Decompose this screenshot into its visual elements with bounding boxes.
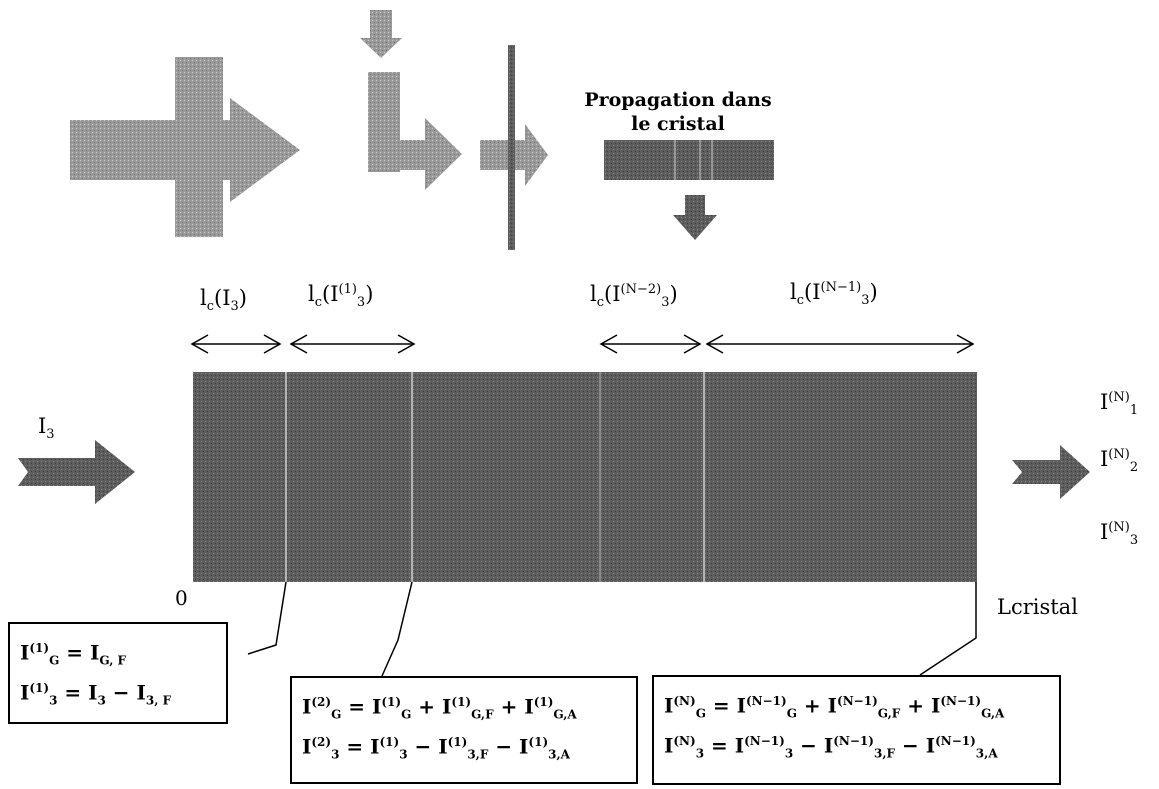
axis-end-label: Lcristal [997,595,1078,619]
crystal-block [193,372,977,582]
l-arrow-icon [360,10,462,190]
title-line-1: Propagation dans [563,88,793,112]
input-arrow [18,440,135,504]
equation-box-1-row-2: I(1)3 = I3 − I3, F [20,668,216,708]
output-label-3: I(N)3 [1100,520,1138,544]
plate-arrow-icon [480,45,548,250]
output-label-2: I(N)2 [1100,447,1138,471]
equation-box-2-row-1: I(2)G = I(1)G + I(1)G,F + I(1)G,A [302,682,626,722]
title-line-2: le cristal [563,112,793,136]
equation-box-3-row-2: I(N)3 = I(N−1)3 − I(N−1)3,F − I(N−1)3,A [664,721,1049,761]
output-label-1: I(N)1 [1100,390,1138,414]
equation-box-3: I(N)G = I(N−1)G + I(N−1)G,F + I(N−1)G,A … [652,675,1061,785]
output-arrow [1012,445,1090,499]
equation-box-1: I(1)G = IG, F I(1)3 = I3 − I3, F [8,622,228,724]
equation-box-1-row-1: I(1)G = IG, F [20,628,216,668]
equation-box-2: I(2)G = I(1)G + I(1)G,F + I(1)G,A I(2)3 … [290,676,638,784]
leader-lines [248,582,976,676]
length-label-1: lc(I3) [200,286,247,310]
length-label-2: lc(I(1)3) [308,282,373,306]
diagram-title: Propagation dans le cristal [563,88,793,136]
axis-start-label: 0 [175,586,188,610]
length-label-4: lc(I(N−1)3) [790,280,878,304]
crystal-strip-icon [604,140,774,240]
equation-box-3-row-1: I(N)G = I(N−1)G + I(N−1)G,F + I(N−1)G,A [664,681,1049,721]
equation-box-2-row-2: I(2)3 = I(1)3 − I(1)3,F − I(1)3,A [302,722,626,762]
input-label: I3 [38,414,55,438]
length-label-3: lc(I(N−2)3) [590,282,678,306]
length-arrows [192,335,973,353]
cross-arrow-icon [70,57,300,237]
